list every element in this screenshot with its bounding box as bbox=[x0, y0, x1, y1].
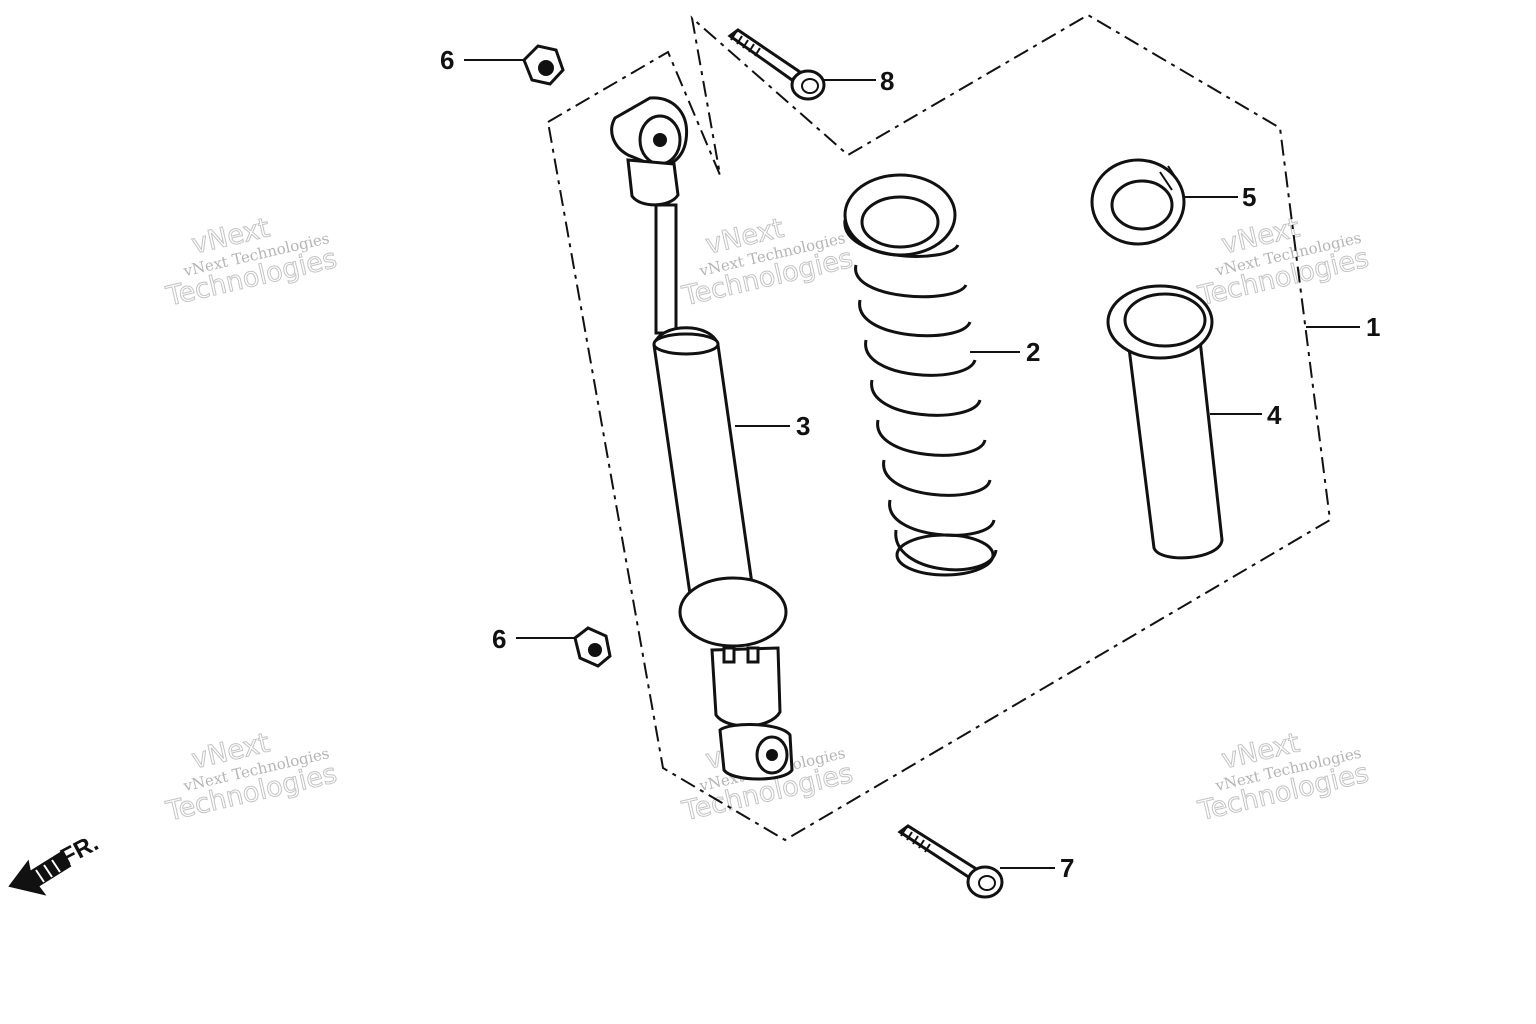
spring-coil-6 bbox=[876, 419, 987, 457]
shock-top-mount-hole bbox=[653, 133, 667, 147]
callout-5: 5 bbox=[1242, 182, 1256, 212]
bolt-8-head bbox=[790, 69, 826, 101]
bolt-7-head bbox=[966, 865, 1004, 899]
callout-2: 2 bbox=[1026, 337, 1040, 367]
watermark-top-right: vNext vNext Technologies Technologies bbox=[1194, 212, 1372, 313]
shock-lower-tab-right bbox=[746, 646, 760, 664]
watermark-bottom-right: vNext vNext Technologies Technologies bbox=[1194, 727, 1372, 828]
flange-bolt-part-7 bbox=[897, 824, 1004, 899]
bolt-8-threads bbox=[730, 31, 761, 57]
spring-top-coil-inner bbox=[860, 195, 940, 249]
flange-nut-part-6-top bbox=[522, 44, 565, 86]
spring-coil-4 bbox=[864, 339, 977, 377]
spring-bottom-coil-end bbox=[895, 533, 995, 577]
flange-bolt-part-8 bbox=[727, 28, 826, 101]
shock-top-collar bbox=[626, 158, 680, 207]
callout-numbers: 1 2 3 4 5 6 6 7 8 bbox=[440, 45, 1380, 883]
watermark-top-left: vNext vNext Technologies Technologies bbox=[162, 212, 340, 313]
spring-coil-8 bbox=[888, 499, 996, 537]
bolt-7-head-hex bbox=[978, 875, 996, 891]
spring-coil-1 bbox=[843, 219, 960, 258]
shock-spring-seat-flange bbox=[678, 576, 788, 648]
callout-1: 1 bbox=[1366, 312, 1380, 342]
dust-boot-part-4 bbox=[1106, 284, 1224, 560]
callout-7: 7 bbox=[1060, 853, 1074, 883]
spring-coil-7 bbox=[882, 459, 992, 497]
bolt-8-head-hex bbox=[801, 78, 819, 94]
nut-top-hole bbox=[538, 60, 554, 76]
watermark-top-center: vNext vNext Technologies Technologies bbox=[678, 212, 856, 313]
spring-coil-2 bbox=[854, 264, 968, 299]
shock-lower-tab-left bbox=[722, 646, 736, 664]
spring-seat-part-5 bbox=[1090, 158, 1186, 246]
spring-coil-5 bbox=[870, 379, 982, 417]
callout-6-bottom: 6 bbox=[492, 624, 506, 654]
front-direction-indicator: FR. bbox=[8, 829, 103, 896]
front-arrow-icon bbox=[8, 850, 72, 896]
callout-6-top: 6 bbox=[440, 45, 454, 75]
spring-seat-inner bbox=[1110, 179, 1174, 231]
callout-4: 4 bbox=[1267, 400, 1282, 430]
spring-seat-slit bbox=[1159, 165, 1181, 191]
flange-nut-part-6-bottom bbox=[573, 626, 612, 668]
shock-bottom-mount-hole bbox=[766, 749, 778, 761]
spring-top-coil-outer bbox=[843, 173, 957, 257]
spring-coil-3 bbox=[858, 299, 972, 338]
coil-spring-part-2 bbox=[843, 173, 998, 577]
bolt-7-threads bbox=[900, 827, 931, 853]
front-arrow-stripes bbox=[35, 859, 61, 883]
shock-piston-rod bbox=[654, 203, 678, 335]
dust-boot-top-opening bbox=[1123, 292, 1207, 348]
shock-body-top-cap bbox=[652, 332, 720, 356]
shock-lower-body bbox=[710, 646, 782, 728]
nut-bottom-hole bbox=[588, 643, 602, 657]
shock-absorber-part-3 bbox=[610, 96, 794, 781]
leader-lines bbox=[464, 59, 1360, 869]
watermark-bottom-left: vNext vNext Technologies Technologies bbox=[162, 727, 340, 828]
dust-boot-tube bbox=[1126, 338, 1224, 560]
assembly-boundary-outline bbox=[546, 13, 1332, 842]
callout-3: 3 bbox=[796, 411, 810, 441]
callout-8: 8 bbox=[880, 66, 894, 96]
